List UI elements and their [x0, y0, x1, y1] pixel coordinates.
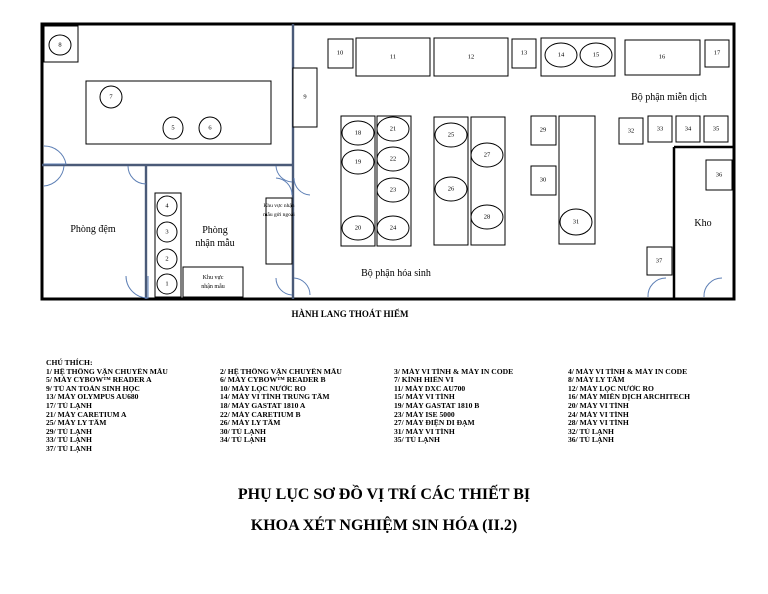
equipment-number-37: 37: [656, 258, 663, 265]
equipment-number-35: 35: [713, 126, 720, 133]
legend-item: 34/ TỦ LẠNH: [220, 436, 266, 445]
legend-item: 37/ TỦ LẠNH: [46, 444, 92, 453]
room-label-kho: Kho: [694, 218, 711, 229]
legend-item: 2/ HỆ THỐNG VẬN CHUYỂN MẪU: [220, 367, 342, 376]
legend-item: 15/ MÁY VI TÍNH: [394, 393, 455, 402]
room-label-hoa-sinh: Bộ phận hóa sinh: [361, 268, 431, 279]
legend-item: 10/ MÁY LỌC NƯỚC RO: [220, 384, 306, 393]
legend-item: 27/ MÁY ĐIỆN DI ĐẠM: [394, 419, 475, 428]
equipment-number-6: 6: [208, 125, 212, 132]
equipment-number-11: 11: [390, 54, 396, 61]
room-label-phong-nhan-mau-line1: Phòng: [202, 225, 228, 236]
equipment-number-14: 14: [558, 52, 565, 59]
equipment-number-20: 20: [355, 225, 362, 232]
legend-item: 22/ MÁY CARETIUM B: [220, 410, 301, 419]
legend-item: 4/ MÁY VI TÍNH & MÁY IN CODE: [568, 367, 688, 376]
legend-item: 6/ MÁY CYBOW™ READER B: [220, 376, 326, 385]
area-label-gui-ngoai-line2: mẫu gửi ngoài: [263, 211, 295, 218]
legend-item: 3/ MÁY VI TÍNH & MÁY IN CODE: [394, 367, 514, 376]
equipment-number-24: 24: [390, 225, 397, 232]
legend-item: 28/ MÁY VI TÍNH: [568, 419, 629, 428]
legend-item: 7/ KÍNH HIỂN VI: [394, 376, 454, 385]
equipment-number-5: 5: [171, 125, 174, 132]
storage-walls: [672, 145, 734, 299]
equipment-number-36: 36: [716, 172, 723, 179]
legend-item: 30/ TỦ LẠNH: [220, 427, 266, 436]
equipment-number-13: 13: [521, 50, 528, 57]
legend-item: 19/ MÁY GASTAT 1810 B: [394, 401, 480, 410]
legend-title: CHÚ THÍCH:: [46, 358, 93, 367]
equipment-number-8: 8: [58, 42, 61, 49]
equipment-number-27: 27: [484, 152, 491, 159]
emergency-exit-hallway-label: HÀNH LANG THOÁT HIỂM: [291, 309, 409, 319]
legend-item: 33/ TỦ LẠNH: [46, 436, 92, 445]
legend-item: 13/ MÁY OLYMPUS AU680: [46, 393, 139, 402]
equipment-number-2: 2: [165, 256, 168, 263]
equipment-number-22: 22: [390, 156, 397, 163]
legend-item: 35/ TỦ LẠNH: [394, 436, 440, 445]
legend-item: 11/ MÁY DXC AU700: [394, 384, 466, 393]
legend-item: 32/ TỦ LẠNH: [568, 427, 614, 436]
equipment-number-34: 34: [685, 126, 692, 133]
equipment-number-25: 25: [448, 132, 455, 139]
floor-plan: 8 7 5 6 1 2 3 4 9 10 11 12 13 14 15 16 1…: [40, 22, 736, 301]
legend-item: 24/ MÁY VI TÍNH: [568, 410, 629, 419]
legend-item: 9/ TỦ AN TOÀN SINH HỌC: [46, 384, 140, 393]
equipment-number-17: 17: [714, 50, 721, 57]
equipment-number-28: 28: [484, 214, 491, 221]
equipment-number-19: 19: [355, 159, 362, 166]
legend-item: 16/ MÁY MIỄN DỊCH ARCHITECH: [568, 393, 691, 402]
doors: [43, 145, 723, 299]
area-label-nhan-mau-line2: nhận mẫu: [201, 283, 225, 290]
equipment-number-1: 1: [165, 281, 168, 288]
equipment-number-3: 3: [165, 229, 168, 236]
legend-item: 25/ MÁY LY TÂM: [46, 419, 107, 428]
area-label-nhan-mau-line1: Khu vực: [203, 275, 224, 281]
equipment-number-21: 21: [390, 126, 397, 133]
equipment-number-30: 30: [540, 177, 547, 184]
legend-item: 8/ MÁY LY TÂM: [568, 376, 625, 385]
legend-item: 14/ MÁY VI TÍNH TRUNG TÂM: [220, 393, 330, 402]
equipment-number-16: 16: [659, 54, 666, 61]
legend-item: 1/ HỆ THỐNG VẬN CHUYỂN MẪU: [46, 367, 168, 376]
outer-wall: [40, 22, 736, 301]
legend-item: 12/ MÁY LỌC NƯỚC RO: [568, 384, 654, 393]
equipment-number-23: 23: [390, 187, 397, 194]
equipment-number-4: 4: [165, 203, 169, 210]
area-label-gui-ngoai-line1: Khu vực nhận: [263, 203, 294, 209]
equipment-circles: [48, 34, 613, 295]
legend-item: 23/ MÁY ISE 5000: [394, 410, 455, 419]
legend-item: 31/ MÁY VI TÍNH: [394, 427, 455, 436]
legend: CHÚ THÍCH: 1/ HỆ THỐNG VẬN CHUYỂN MẪU 2/…: [46, 358, 736, 454]
document-title-line1: PHỤ LỤC SƠ ĐỒ VỊ TRÍ CÁC THIẾT BỊ: [237, 486, 531, 503]
equipment-number-33: 33: [657, 126, 664, 133]
room-label-phong-nhan-mau-line2: nhận mẫu: [195, 238, 234, 249]
legend-item: 21/ MÁY CARETIUM A: [46, 410, 127, 419]
equipment-number-15: 15: [593, 52, 600, 59]
equipment-number-9: 9: [303, 94, 306, 101]
equipment-number-26: 26: [448, 186, 455, 193]
legend-item: 18/ MÁY GASTAT 1810 A: [220, 401, 306, 410]
equipment-number-31: 31: [573, 219, 580, 226]
legend-item: 26/ MÁY LY TÂM: [220, 419, 281, 428]
legend-item: 36/ TỦ LẠNH: [568, 436, 614, 445]
equipment-number-12: 12: [468, 54, 475, 61]
room-label-phong-dem: Phòng đệm: [70, 224, 116, 235]
equipment-number-18: 18: [355, 130, 362, 137]
equipment-number-29: 29: [540, 127, 547, 134]
equipment-number-7: 7: [109, 94, 113, 101]
equipment-number-10: 10: [337, 50, 344, 57]
legend-item: 29/ TỦ LẠNH: [46, 427, 92, 436]
legend-item: 5/ MÁY CYBOW™ READER A: [46, 376, 152, 385]
legend-grid: 1/ HỆ THỐNG VẬN CHUYỂN MẪU 2/ HỆ THỐNG V…: [46, 368, 736, 454]
legend-item: 20/ MÁY VI TÍNH: [568, 401, 629, 410]
room-label-mien-dich: Bộ phận miễn dịch: [631, 92, 707, 103]
legend-item: 17/ TỦ LẠNH: [46, 401, 92, 410]
document-title-line2: KHOA XÉT NGHIỆM SIN HÓA (II.2): [250, 517, 518, 534]
equipment-number-32: 32: [628, 128, 635, 135]
